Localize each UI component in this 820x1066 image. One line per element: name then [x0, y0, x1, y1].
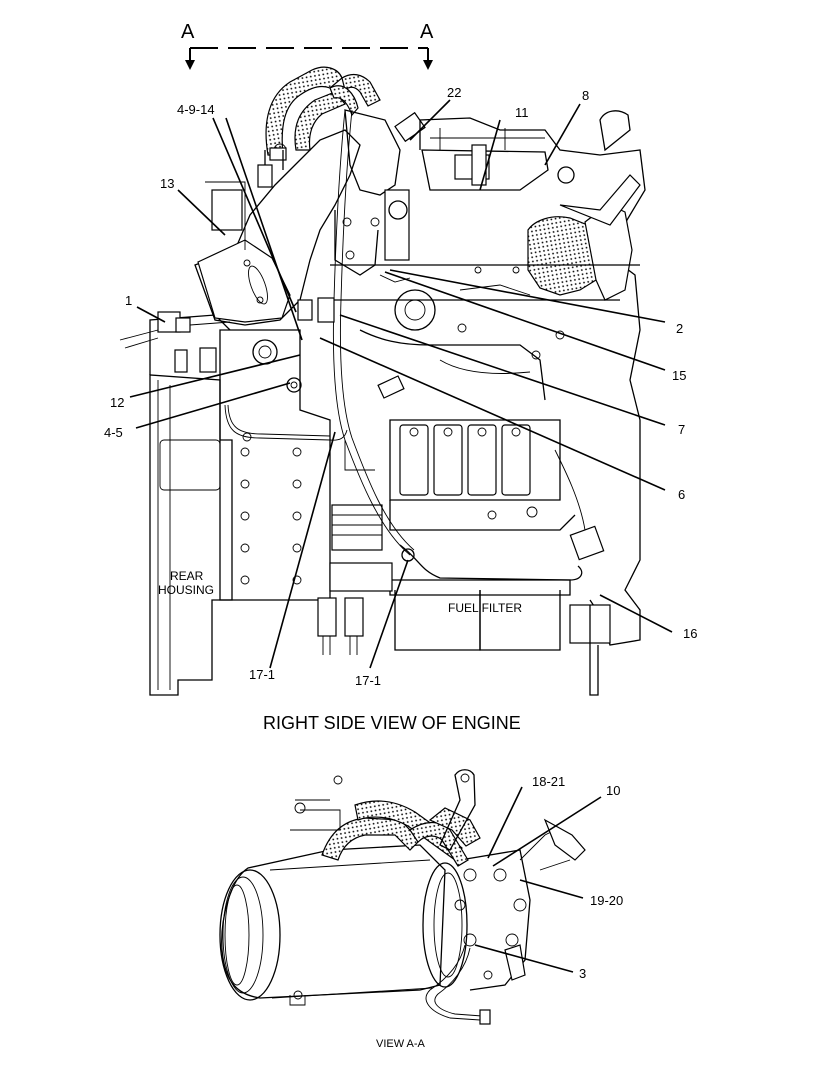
callout-8: 8	[582, 88, 589, 103]
view-a-a-drawing	[219, 769, 586, 1025]
callout-17-1-left: 17-1	[249, 667, 275, 682]
rear-housing-label-line1: REAR	[170, 569, 204, 583]
callout-3: 3	[579, 966, 586, 981]
callout-17-1-right: 17-1	[355, 673, 381, 688]
rear-housing-label-line2: HOUSING	[158, 583, 214, 597]
callout-10: 10	[606, 783, 620, 798]
fuel-filter-label: FUEL FILTER	[448, 601, 522, 615]
detail-view-caption: VIEW A-A	[376, 1038, 426, 1050]
section-letter-left: A	[181, 21, 195, 43]
callout-1: 1	[125, 293, 132, 308]
detail-leader-lines	[474, 786, 602, 973]
callout-4-5: 4-5	[104, 425, 123, 440]
callout-2: 2	[676, 321, 683, 336]
main-callouts: 1 4-9-14 13 22 11 8 2 15 7 6 12 4-5 16 1…	[104, 85, 697, 688]
callout-19-20: 19-20	[590, 893, 623, 908]
callout-15: 15	[672, 368, 686, 383]
callout-12: 12	[110, 395, 124, 410]
rear-block-bolts	[240, 447, 302, 585]
section-arrow-left	[185, 60, 195, 70]
main-view-caption: RIGHT SIDE VIEW OF ENGINE	[263, 713, 521, 733]
engine-right-side-drawing: FUEL FILTER REAR HOUSING	[119, 66, 646, 696]
detail-callouts: 18-21 10 19-20 3	[532, 774, 623, 981]
callout-11: 11	[515, 105, 529, 120]
callout-22: 22	[447, 85, 461, 100]
fuel-filter: FUEL FILTER	[389, 579, 571, 651]
section-arrow-right	[423, 60, 433, 70]
callout-13: 13	[160, 176, 174, 191]
callout-16: 16	[683, 626, 697, 641]
callout-4-9-14: 4-9-14	[177, 102, 215, 117]
callout-6: 6	[678, 487, 685, 502]
callout-18-21: 18-21	[532, 774, 565, 789]
injector-pumps	[399, 424, 531, 496]
section-marker: A A	[181, 21, 434, 70]
section-letter-right: A	[420, 21, 434, 43]
main-leader-lines	[129, 99, 673, 669]
callout-7: 7	[678, 422, 685, 437]
